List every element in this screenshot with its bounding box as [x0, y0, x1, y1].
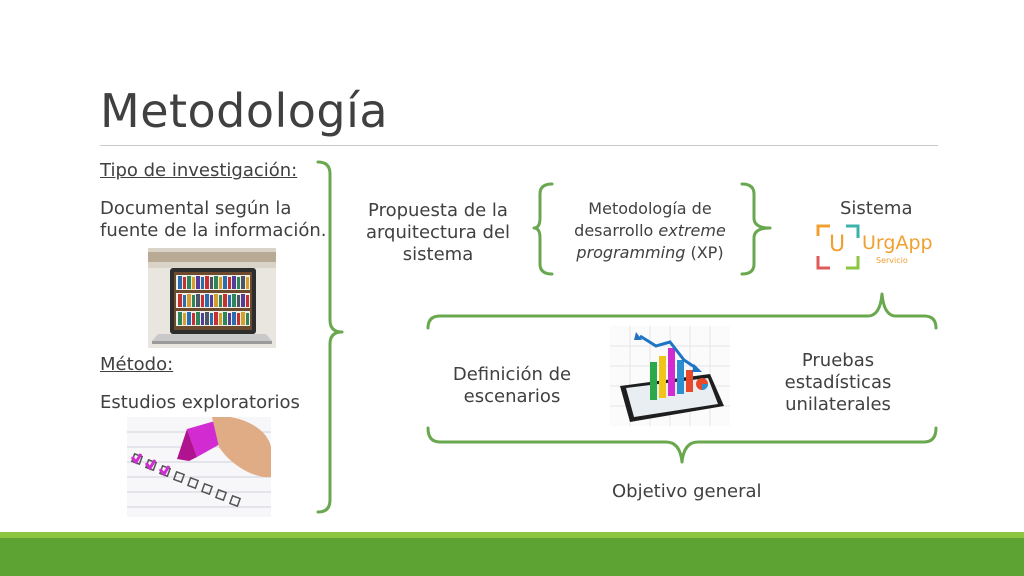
top-horizontal-brace: [426, 292, 938, 330]
urgapp-logo-name: UrgApp: [862, 232, 933, 254]
propuesta-text: Propuesta de la arquitectura del sistema: [365, 200, 511, 265]
definicion-escenarios-text: Definición de escenarios: [452, 364, 572, 407]
laptop-bookshelf-image: [148, 248, 276, 348]
metodologia-line2: desarrollo extreme: [574, 221, 726, 240]
title-divider: [100, 145, 938, 146]
bottom-footer-band: [0, 538, 1024, 576]
sistema-label: Sistema: [840, 198, 913, 219]
checklist-marker-image: [127, 416, 271, 517]
pruebas-estadisticas-text: Pruebas estadísticas unilaterales: [784, 350, 892, 415]
metodologia-brace-right: [740, 182, 772, 276]
metodologia-text: Metodología de desarrollo extreme progra…: [568, 198, 732, 264]
metodo-label: Método:: [100, 354, 174, 375]
metodologia-line3: programming (XP): [576, 243, 724, 262]
urgapp-logo-tagline: Servicio: [876, 256, 908, 265]
urgapp-logo-mark-icon: [816, 224, 860, 270]
objetivo-general-text: Objetivo general: [612, 481, 762, 502]
urgapp-logo: U UrgApp Servicio: [816, 224, 933, 272]
metodo-value: Estudios exploratorios: [100, 392, 300, 413]
slide-title: Metodología: [100, 84, 389, 138]
metodologia-brace-left: [532, 182, 554, 276]
bottom-horizontal-brace: [426, 426, 938, 464]
urgapp-logo-letter: U: [829, 232, 846, 257]
tablet-chart-image: [610, 326, 730, 426]
metodologia-line1: Metodología de: [588, 199, 712, 218]
bottom-accent-band: [0, 532, 1024, 538]
main-brace-left: [316, 160, 344, 514]
tipo-investigacion-value: Documental según la fuente de la informa…: [100, 198, 327, 241]
tipo-investigacion-label: Tipo de investigación:: [100, 160, 298, 181]
